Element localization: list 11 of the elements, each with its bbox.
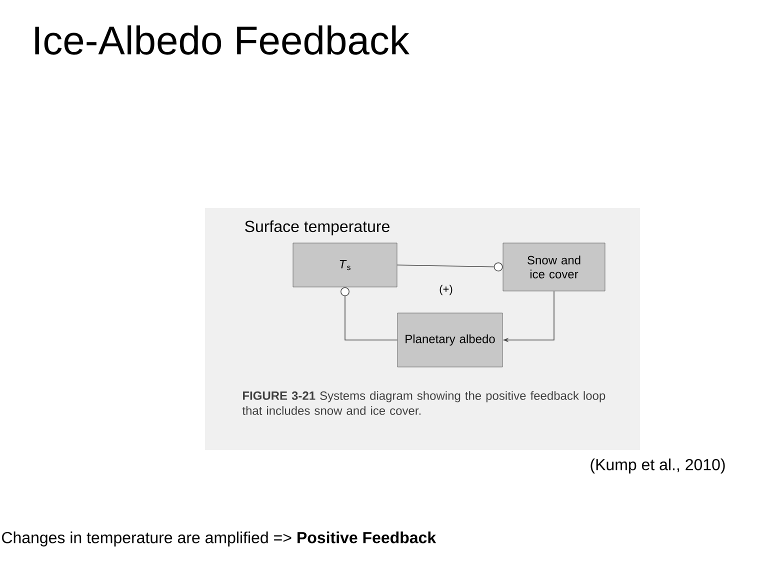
title: Ice-Albedo Feedback — [35, 25, 410, 55]
box-heading: Surface temperature — [245, 220, 390, 236]
process-box: T$_{s}$ — [292, 242, 398, 288]
figure-caption: FIGURE 3-21 Systems diagram showing the positive feedback loop that includes snow and ice cover. — [242, 391, 606, 415]
connector — [396, 262, 503, 272]
note: Changes in temperature are amplified => Positive Feedback — [2, 532, 436, 546]
citation: (Kump et al., 2010) — [590, 458, 725, 474]
sign-label: (+) — [440, 284, 452, 296]
connector — [340, 287, 398, 340]
process-box: Planetary albedo — [397, 312, 503, 368]
process-box: Snow and ice cover — [502, 242, 606, 292]
